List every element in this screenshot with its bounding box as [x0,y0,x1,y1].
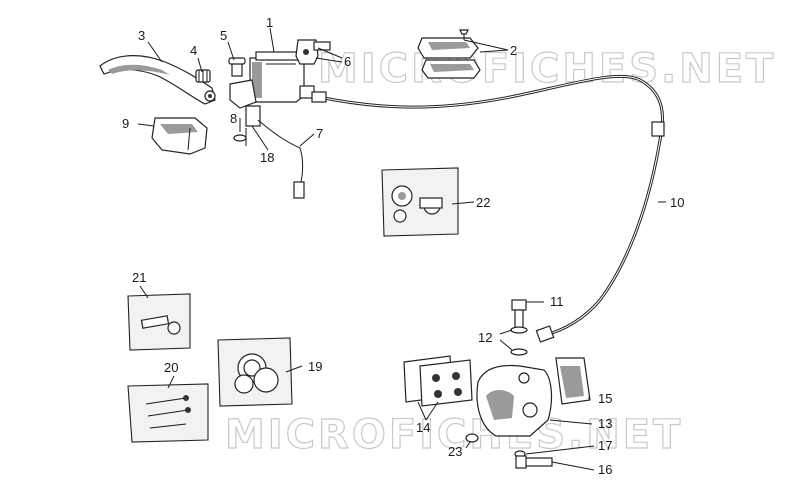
brake-light-switch[interactable] [245,105,305,199]
callout-12: 12 [478,330,492,345]
brake-lever[interactable] [99,55,216,105]
callout-19: 19 [308,359,322,374]
reservoir-screw[interactable] [459,29,469,40]
lever-cover[interactable] [151,117,208,155]
callout-23: 23 [448,444,462,459]
callout-6: 6 [344,54,351,69]
sealing-washers[interactable] [510,326,528,356]
caliper-bolt[interactable] [515,455,553,469]
pivot-washer[interactable] [233,120,247,142]
callout-2: 2 [510,43,517,58]
callout-7: 7 [316,126,323,141]
callout-8: 8 [230,111,237,126]
callout-9: 9 [122,116,129,131]
cap-screw[interactable] [295,39,331,65]
callout-16: 16 [598,462,612,477]
pad-spring[interactable] [555,357,591,405]
brake-caliper[interactable] [476,364,553,437]
reservoir-cap[interactable] [417,37,481,79]
seal-kit-bag[interactable] [127,293,191,351]
callout-14: 14 [416,420,430,435]
callout-13: 13 [598,416,612,431]
callout-11: 11 [550,294,564,309]
pin-kit-bag[interactable] [127,383,209,443]
caliper-washer[interactable] [465,433,479,443]
callout-15: 15 [598,391,612,406]
callout-1: 1 [266,15,273,30]
callout-17: 17 [598,438,612,453]
callout-10: 10 [670,195,684,210]
callout-18: 18 [260,150,274,165]
callout-21: 21 [132,270,146,285]
fitting-kit-bag[interactable] [381,167,459,237]
callout-20: 20 [164,360,178,375]
banjo-bolt[interactable] [511,299,527,331]
leader-lines [137,27,666,471]
piston-seal-bag[interactable] [217,337,293,407]
callout-5: 5 [220,28,227,43]
callout-3: 3 [138,28,145,43]
brake-pads[interactable] [403,355,473,407]
pivot-screw[interactable] [228,57,246,77]
watermark-bottom: MICROFICHES.NET [225,412,683,458]
callout-4: 4 [190,43,197,58]
callout-22: 22 [476,195,490,210]
brake-hose[interactable] [311,74,665,343]
watermark-top: MICROFICHES.NET [318,46,776,92]
adjuster-screw[interactable] [195,69,211,83]
